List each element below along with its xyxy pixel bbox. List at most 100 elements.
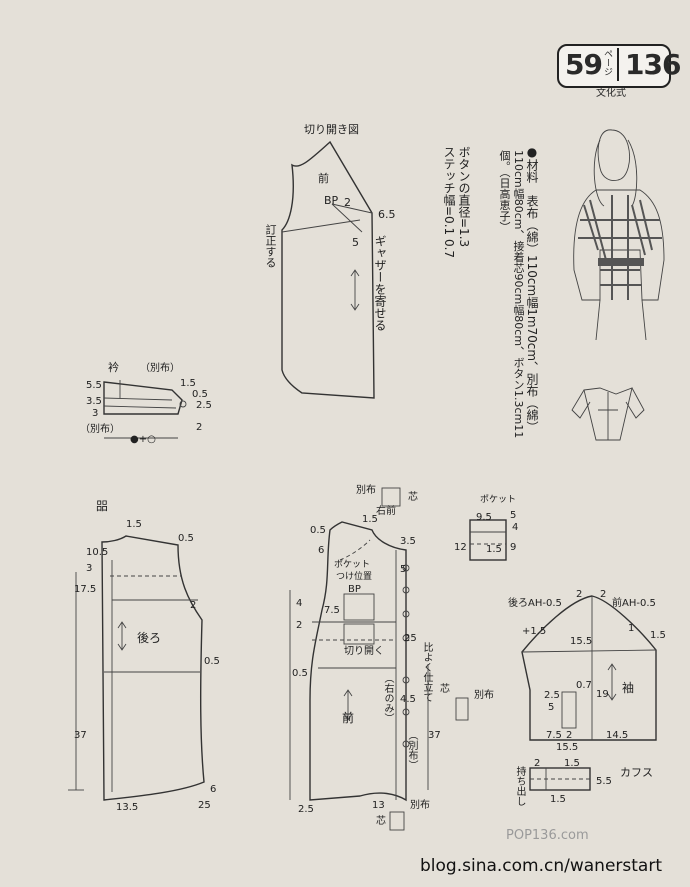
- front-overlap-note: 比よく仕立て: [421, 642, 432, 702]
- tab-extra-fabric: 別布: [474, 689, 494, 701]
- sleeve-dim-15-5b: 15.5: [556, 742, 578, 753]
- slash-bp-label: BP: [324, 194, 339, 207]
- page-number-badge: 59 ページ 136: [557, 44, 681, 88]
- slash-dim-5: 5: [352, 236, 359, 249]
- gather-note: ギャザーを寄せる: [373, 235, 387, 331]
- cuff-dim-1-5b: 1.5: [550, 794, 566, 805]
- correct-note: 訂正する: [264, 224, 277, 268]
- materials-line1: ●材料 表布（綿）110cm幅1m70cm、別布（綿）: [525, 145, 539, 434]
- front-dim-6: 6: [318, 545, 324, 556]
- pocket-dim-9-5: 9.5: [476, 512, 492, 523]
- cuff-dim-5-5: 5.5: [596, 776, 612, 787]
- front-extra-fabric-top: 別布: [356, 484, 376, 496]
- sleeve-dim-2a: 2: [576, 589, 582, 600]
- front-core-bottom: 芯: [376, 814, 386, 827]
- sleeve-dim-2-5: 2.5: [544, 690, 560, 701]
- pocket-dim-5: 5: [510, 510, 516, 521]
- collar-pattern: 衿 （別布） 5.5 3.5 3 1.5 0.5 2.5 2 （別布） ●+○: [80, 360, 212, 445]
- book-number: 136: [617, 48, 681, 81]
- front-pocket-pos-1: ポケット: [334, 559, 370, 570]
- back-dim-1-5: 1.5: [126, 519, 142, 530]
- collar-dim-1-5: 1.5: [180, 378, 196, 389]
- front-dim-2: 2: [296, 620, 302, 631]
- cuff-dim-2: 2: [534, 758, 540, 769]
- cuff-hold-note: 持ち出し: [514, 766, 525, 806]
- sleeve-dim-14-5: 14.5: [606, 730, 628, 741]
- back-title: 㗊: [96, 499, 108, 513]
- cuff-dim-1-5: 1.5: [564, 758, 580, 769]
- tab-core: 芯: [440, 682, 450, 695]
- sleeve-plus-1-5: +1.5: [522, 626, 546, 637]
- front-dim-5: 5: [400, 564, 406, 575]
- front-right-front: 右前: [376, 504, 396, 517]
- collar-dim-3-5: 3.5: [86, 396, 102, 407]
- front-dim-25-hem: 2.5: [298, 804, 314, 815]
- front-dim-0-5-b: 0.5: [292, 668, 308, 679]
- front-right-only-note: （右のみ）: [382, 673, 393, 723]
- page-number: 59: [565, 48, 603, 81]
- back-dim-2: 2: [190, 600, 196, 611]
- back-dim-37: 37: [74, 730, 87, 741]
- collar-dim-0-5: 0.5: [192, 389, 208, 400]
- front-dim-13: 13: [372, 800, 385, 811]
- sleeve-dim-1-5-right: 1.5: [650, 630, 666, 641]
- cuff-label: カフス: [620, 766, 653, 779]
- front-dim-4-5: 4.5: [400, 694, 416, 705]
- sleeve-dim-2b: 2: [600, 589, 606, 600]
- front-dim-3-5: 3.5: [400, 536, 416, 547]
- front-pocket-pos-2: つけ位置: [336, 570, 372, 582]
- slash-dim-6-5: 6.5: [378, 208, 396, 221]
- sleeve-dim-0-7: 0.7: [576, 680, 592, 691]
- front-extra-fabric-note: （別布）: [406, 730, 417, 770]
- front-cut-open: 切り開く: [344, 645, 384, 657]
- back-dim-0-5-mid: 0.5: [204, 656, 220, 667]
- front-dim-0-5: 0.5: [310, 525, 326, 536]
- front-extra-fabric-bottom: 別布: [410, 799, 430, 811]
- sleeve-dim-1: 1: [628, 623, 634, 634]
- sleeve-dim-2c: 2: [566, 730, 572, 741]
- back-dim-17-5: 17.5: [74, 584, 96, 595]
- collar-dim-2: 2: [196, 422, 202, 433]
- back-dim-13-5: 13.5: [116, 802, 138, 813]
- front-core-top: 芯: [408, 490, 418, 503]
- page-unit: ページ: [602, 49, 612, 76]
- tab-pattern: 芯 別布: [440, 682, 494, 721]
- materials-line3: 個。（日高恵子）: [498, 150, 511, 233]
- pocket-dim-12: 12: [454, 542, 467, 553]
- collar-bottom-mark: ●+○: [130, 434, 156, 445]
- sleeve-front-ah: 前AH-0.5: [612, 596, 656, 609]
- pocket-dim-1-5: 1.5: [486, 544, 502, 555]
- watermark-logo: POP136.com: [506, 828, 589, 843]
- pocket-dim-4: 4: [512, 522, 518, 533]
- model-illustration: [571, 129, 665, 441]
- front-dim-7-5: 7.5: [324, 605, 340, 616]
- watermark-url: blog.sina.com.cn/wanerstart: [420, 856, 662, 876]
- sleeve-dim-5: 5: [548, 702, 554, 713]
- front-bodice-pattern: 別布 芯 右前 0.5 1.5 6 3.5 5 ポケット つけ位置 BP 7.5…: [289, 484, 441, 831]
- front-dim-2-5: 25: [404, 633, 417, 644]
- front-dim-1-5: 1.5: [362, 514, 378, 525]
- slash-front-label: 前: [318, 171, 329, 185]
- collar-title: 衿: [108, 360, 119, 374]
- back-label: 後ろ: [137, 631, 161, 645]
- cuff-pattern: 2 1.5 5.5 カフス 1.5: [529, 758, 653, 805]
- back-dim-0-5-top: 0.5: [178, 533, 194, 544]
- slash-open-view: 切り開き図 前 BP 2 6.5 5: [281, 123, 396, 399]
- pocket-title: ポケット: [480, 494, 516, 505]
- sleeve-dim-15-5: 15.5: [570, 636, 592, 647]
- front-dim-4: 4: [296, 598, 302, 609]
- button-diameter-note: ボタンの直径=1.3: [457, 146, 471, 248]
- materials-line2: 110cm幅80cm、接着芯90cm幅80cm、ボタン1.3cm11: [512, 150, 525, 439]
- collar-dim-2-5: 2.5: [196, 400, 212, 411]
- collar-extra-fabric-bottom: （別布）: [80, 423, 120, 435]
- collar-dim-5-5: 5.5: [86, 380, 102, 391]
- back-dim-10-5: 10.5: [86, 547, 108, 558]
- front-label: 前: [342, 710, 354, 725]
- publisher-label: 文化式: [596, 88, 626, 99]
- pocket-pattern: ポケット 9.5 5 4 12 1.5 9: [454, 494, 518, 561]
- front-dim-37: 37: [428, 730, 441, 741]
- back-dim-3: 3: [86, 563, 92, 574]
- collar-extra-fabric-top: （別布）: [140, 362, 180, 374]
- sleeve-label: 袖: [622, 680, 634, 695]
